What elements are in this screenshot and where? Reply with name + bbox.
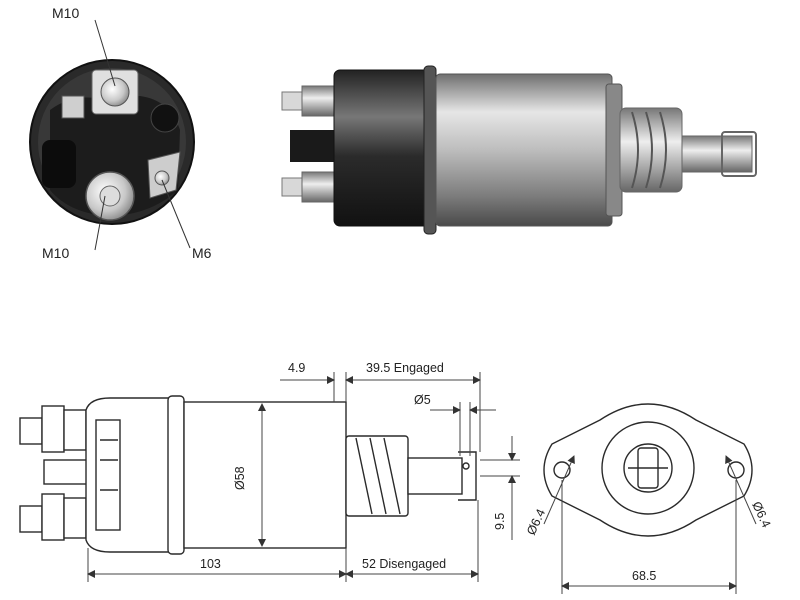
dim-hole-right: Ø6.4 [749,499,773,530]
dim-line-hole-right [725,455,757,525]
drawing-spring-coils [355,437,401,515]
drawing-stud-bottom-c [63,497,87,539]
stud-top [281,91,303,111]
spring-coils [631,111,667,189]
stud-bottom [281,177,303,197]
center-block [290,130,336,162]
drawing-stud-top-a [19,417,43,445]
plunger [681,135,753,173]
flange-hole-right [727,461,745,479]
stud-bottom-nut [301,171,337,203]
callout-bottom-terminal: M10 [42,245,69,261]
main-cylinder [435,73,613,227]
drawing-center-block [43,459,89,485]
stud-top-nut [301,85,337,117]
bottom-terminal-stud [99,185,121,207]
callout-small-terminal: M6 [192,245,212,261]
callout-line-top [94,19,116,87]
drawing-cap-detail [95,419,121,531]
dimensions-side [87,372,520,582]
callouts: M10 M10 M6 [42,5,212,261]
dimensions-flange [543,455,757,594]
terminal-housing [50,96,180,216]
drawing-stud-top-c [63,409,87,451]
side-view-photo [281,65,757,235]
drawing-stud-bottom-b [41,493,65,541]
dim-gap: 4.9 [288,361,305,375]
dim-hole-spacing: 68.5 [632,569,656,583]
tab-terminal [61,95,85,119]
callout-line-m6 [161,179,191,249]
top-terminal-bolt [100,77,130,107]
black-cap [333,69,431,227]
drawing-flange [167,395,185,555]
dim-body-diameter: Ø58 [233,466,247,490]
black-knob [150,103,180,133]
drawing-stud-top-b [41,405,65,453]
drawing-spring-housing [345,435,409,517]
end-view-photo [29,59,195,225]
dim-line-hole-left [543,455,575,525]
callout-line-bottom [94,195,106,251]
drawing-side [19,395,477,555]
dim-slot-width: 9.5 [493,513,507,530]
flange-ring [423,65,437,235]
dim-disengaged: 52 Disengaged [362,557,446,571]
dim-body-length: 103 [200,557,221,571]
plunger-fork [721,131,757,177]
drawing-fork-pin [462,462,470,470]
callout-top-terminal: M10 [52,5,79,21]
drawing-cap [85,397,171,553]
dim-pin-diameter: Ø5 [414,393,431,407]
drawing-flange-view [543,403,753,537]
drawing-body [183,401,347,549]
m6-terminal-bolt [154,170,170,186]
dark-slot [42,140,76,188]
drawing-plunger-fork [458,451,477,501]
drawing-stud-bottom-a [19,505,43,533]
drawing-plunger [407,457,463,495]
dim-engaged: 39.5 Engaged [366,361,444,375]
